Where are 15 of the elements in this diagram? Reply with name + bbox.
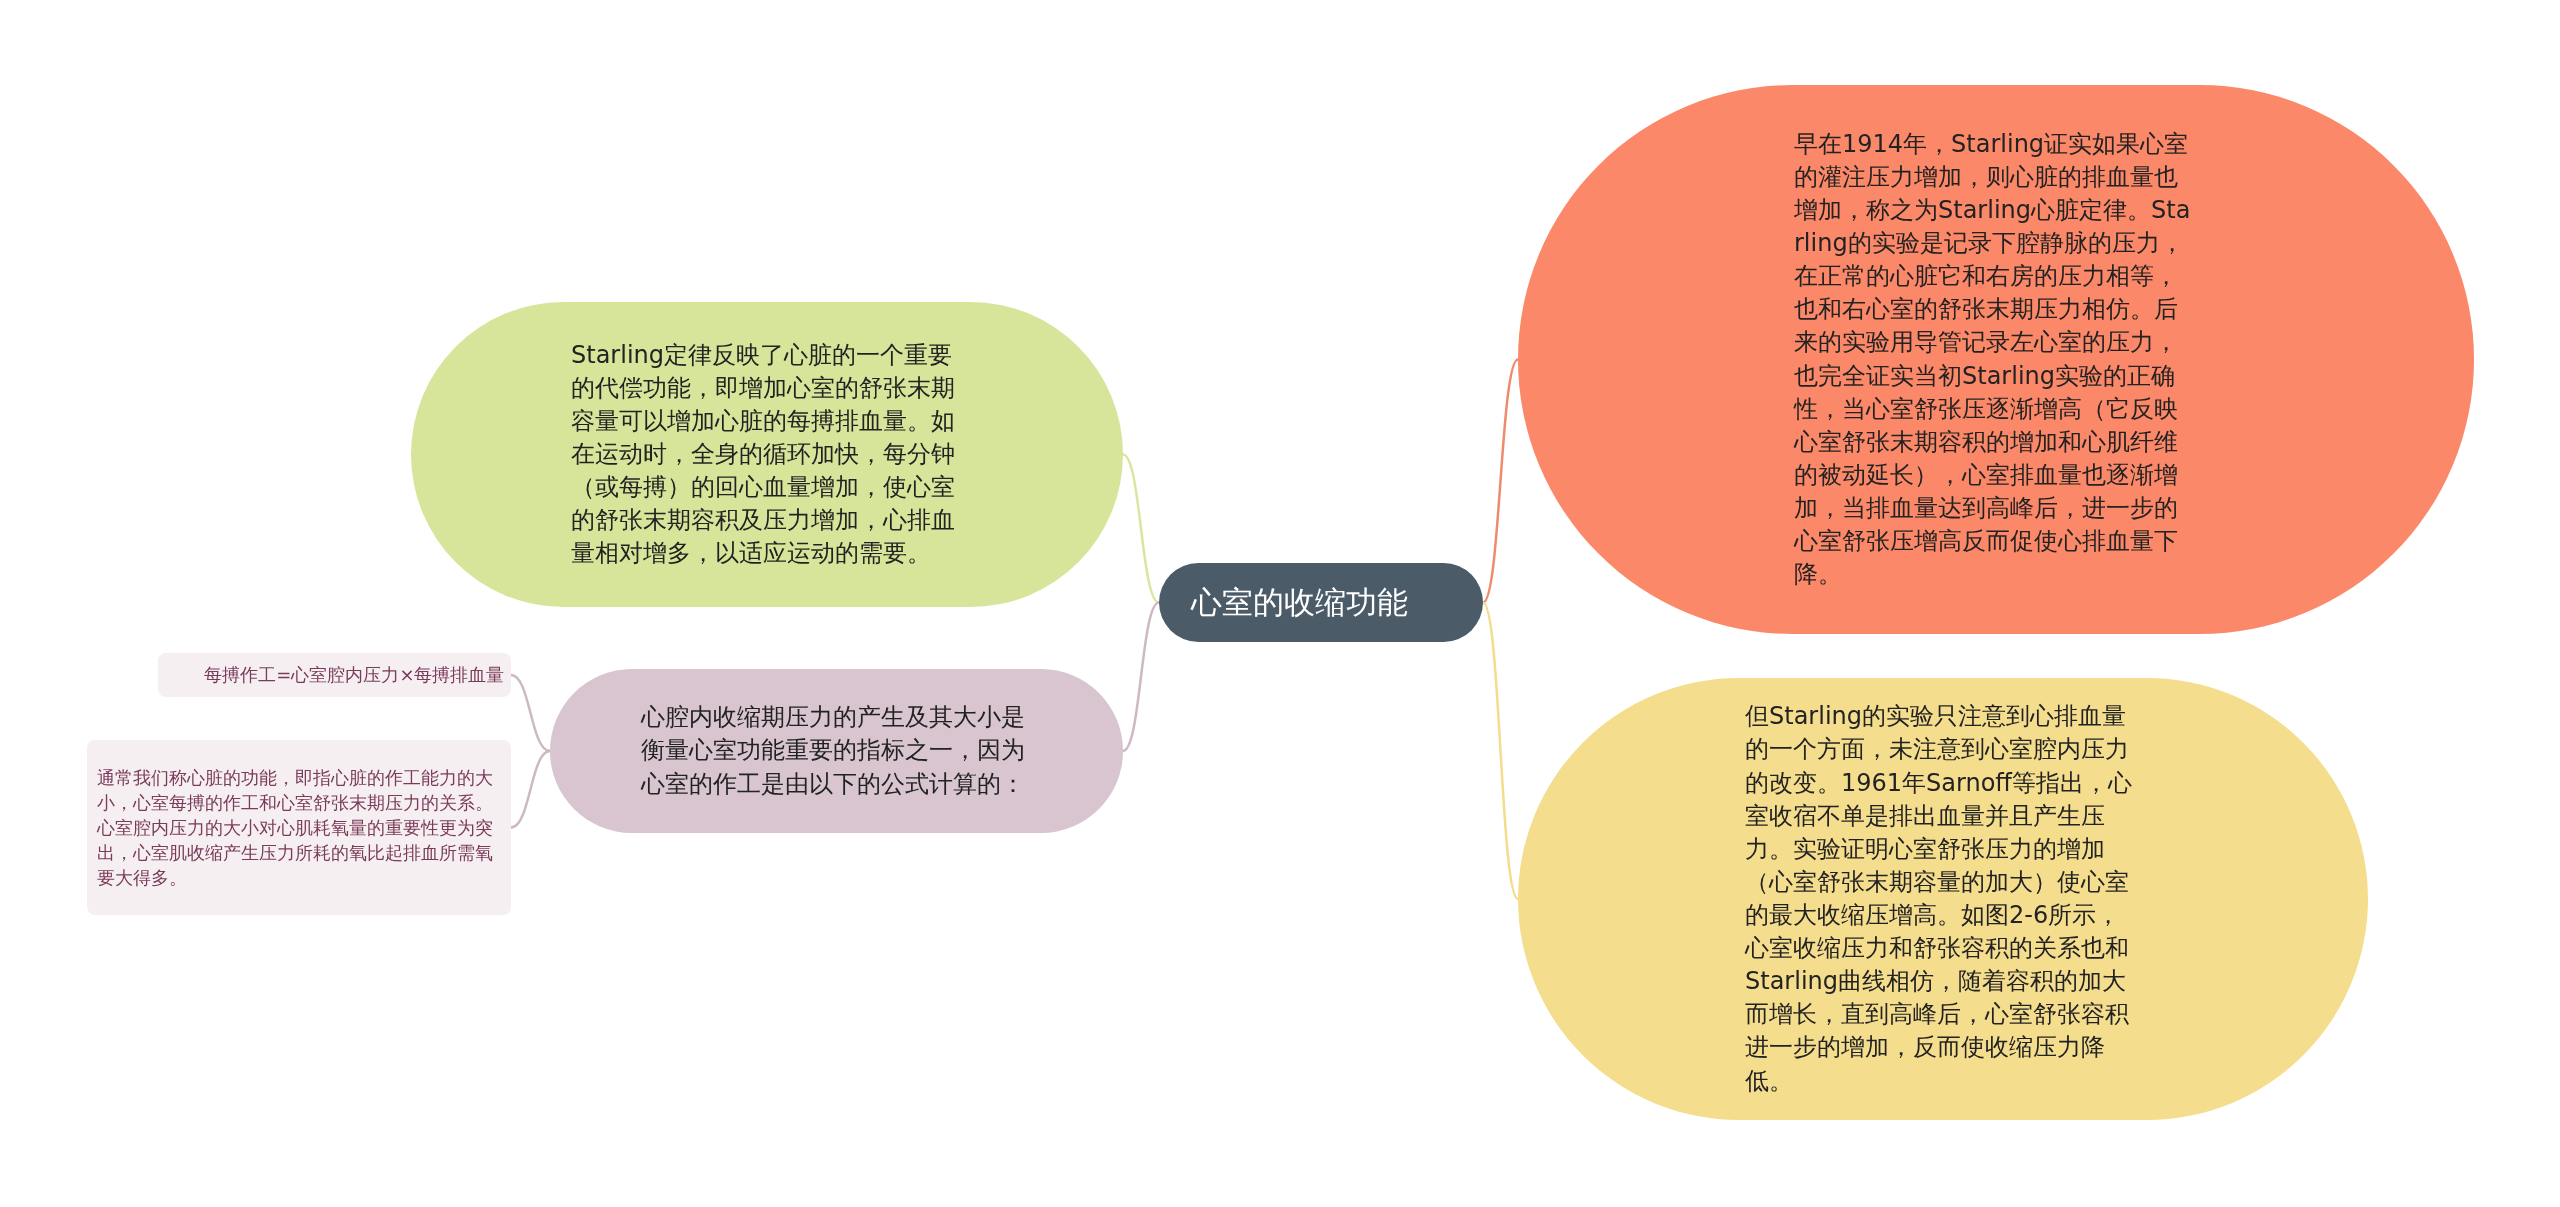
connector-line bbox=[510, 749, 551, 829]
connector-line bbox=[1122, 453, 1160, 604]
node-text: 通常我们称心脏的功能，即指心脏的作工能力的大小，心室每搏的作工和心室舒张末期压力的关系。心室腔内压力的大小对心肌耗氧量的重要性更为突出，心室肌收缩产生压力所耗的氧比起排血所需氧要大得多。 bbox=[97, 765, 494, 891]
subtopic-card bbox=[87, 740, 511, 915]
connector-line bbox=[1482, 358, 1519, 604]
connector-line bbox=[1481, 601, 1520, 900]
node-text: 心室的收缩功能 bbox=[1191, 583, 1409, 623]
connector-line bbox=[1122, 601, 1160, 753]
node-text: Starling定律反映了心脏的一个重要的代偿功能，即增加心室的舒张末期容量可以增加心脏的每搏排血量。如在运动时，全身的循环加快，每分钟（或每搏）的回心血量增加，使心室的舒张末期容积及压力增加，心排血量相对增多，以适应运动的需要。 bbox=[571, 339, 956, 570]
subtopic-card bbox=[158, 653, 511, 697]
node-text: 每搏作工=心室腔内压力×每搏排血量 bbox=[203, 663, 505, 687]
node-text: 早在1914年，Starling证实如果心室的灌注压力增加，则心脏的排血量也增加，称之为Starling心脏定律。Starling的实验是记录下腔静脉的压力，在正常的心脏它和右房的压力相等，也和右心室的舒张末期压力相仿。后来的实验用导管记录左心室的压力，也完全证实当初Starling实验的正确性，当心室舒张压逐渐增高（它反映心室舒张末期容积的增加和心肌纤维的被动延长），心室排血量也逐渐增加，当排血量达到高峰后，进一步的心室舒张压增高反而促使心排血量下降。 bbox=[1794, 128, 2192, 591]
node-text: 但Starling的实验只注意到心排血量的一个方面，未注意到心室腔内压力的改变。1961年Sarnoff等指出，心室收宿不单是排出血量并且产生压力。实验证明心室舒张压力的增加（心室舒张末期容量的加大）使心室的最大收缩压增高。如图2-6所示，心室收缩压力和舒张容积的关系也和Starling曲线相仿，随着容积的加大而增长，直到高峰后，心室舒张容积进一步的增加，反而使收缩压力降低。 bbox=[1745, 701, 2133, 1097]
node-text: 心腔内收缩期压力的产生及其大小是衡量心室功能重要的指标之一，因为心室的作工是由以下的公式计算的： bbox=[640, 702, 1026, 800]
connector-line bbox=[510, 673, 551, 753]
